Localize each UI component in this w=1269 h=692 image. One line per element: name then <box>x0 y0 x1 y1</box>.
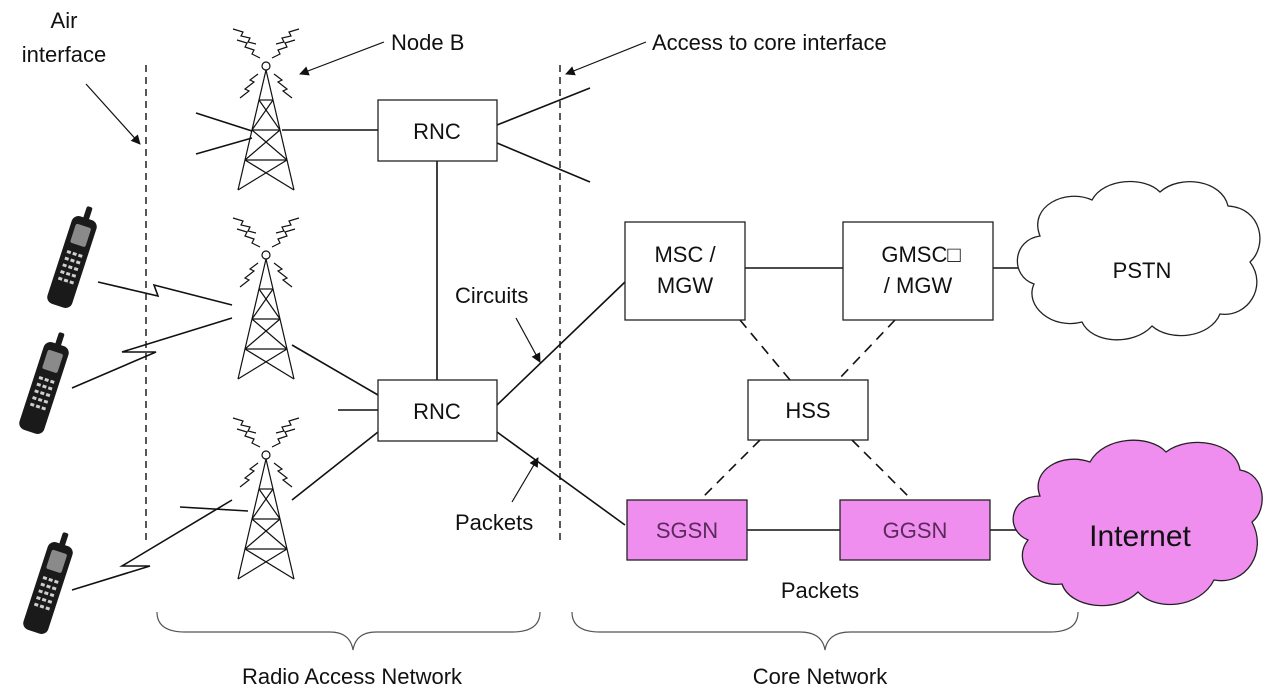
core-brace <box>571 611 1079 651</box>
mobile-phone-middle <box>17 328 75 436</box>
mobile-phone-bottom <box>21 528 79 636</box>
air-interface-arrow <box>85 83 141 145</box>
rnc-bottom-node: RNC <box>377 379 498 442</box>
sgsn-node: SGSN <box>626 499 748 561</box>
pstn-label: PSTN <box>1113 258 1172 283</box>
circuits-label: Circuits <box>455 283 528 308</box>
hss-label: HSS <box>785 398 830 423</box>
node-b-arrow <box>299 41 385 76</box>
packets-ran-label: Packets <box>455 510 533 535</box>
rnc-top-label: RNC <box>413 119 461 144</box>
hss-node: HSS <box>747 379 869 441</box>
ggsn-label: GGSN <box>883 518 948 543</box>
air-interface-label-line1: Air <box>51 8 78 33</box>
access-core-interface-label: Access to core interface <box>652 30 887 55</box>
rnc-bottom-label: RNC <box>413 399 461 424</box>
rnc-top-node: RNC <box>377 99 498 162</box>
node-b-label: Node B <box>391 30 464 55</box>
radio-link-bottom <box>71 499 233 591</box>
air-interface-label-line2: interface <box>22 42 106 67</box>
msc-label-line2: MGW <box>657 273 713 298</box>
circuits-arrow <box>515 317 541 363</box>
msc-label-line1: MSC / <box>654 242 716 267</box>
packets-arrow <box>511 457 539 503</box>
link-circuits <box>496 281 626 406</box>
node-b-tower-top <box>232 28 300 191</box>
access-core-arrow <box>565 41 647 76</box>
internet-cloud: Internet <box>1012 439 1263 607</box>
sgsn-label: SGSN <box>656 518 718 543</box>
node-b-tower-bottom <box>232 417 300 580</box>
link-tower-bottom-rnc-bottom <box>291 431 379 501</box>
radio-access-network-label: Radio Access Network <box>242 664 463 689</box>
msc-mgw-node: MSC / MGW <box>624 221 746 321</box>
radio-link-top <box>97 281 233 306</box>
ran-brace <box>156 611 541 651</box>
packets-core-label: Packets <box>781 578 859 603</box>
link-packets <box>496 431 626 526</box>
gmsc-label-line2: / MGW <box>884 273 953 298</box>
node-b-tower-middle <box>232 217 300 380</box>
gmsc-mgw-node: GMSC□ / MGW <box>842 221 994 321</box>
gmsc-label-line1: GMSC□ <box>881 242 960 267</box>
pstn-cloud: PSTN <box>1016 180 1261 341</box>
core-network-label: Core Network <box>753 664 888 689</box>
radio-link-middle <box>71 317 233 389</box>
mobile-phone-top <box>45 202 103 310</box>
ggsn-node: GGSN <box>839 499 991 561</box>
internet-label: Internet <box>1089 520 1191 553</box>
link-tower-middle-rnc-bottom <box>291 344 379 396</box>
